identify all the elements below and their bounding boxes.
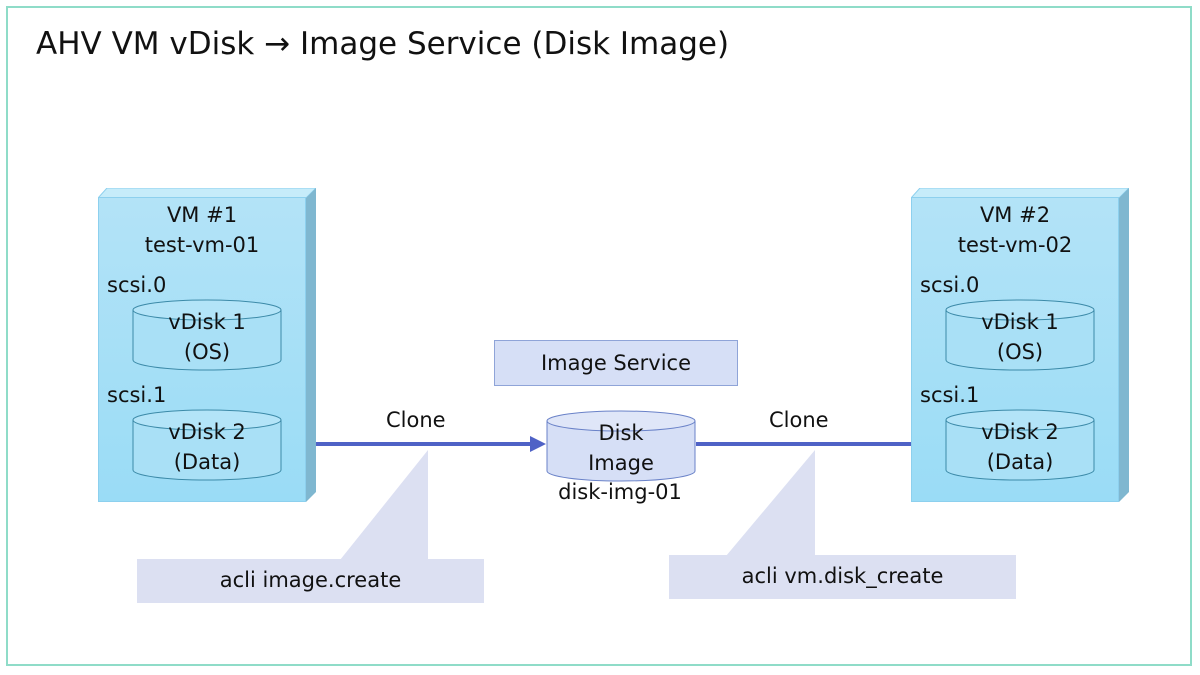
vdisk-2[interactable]: vDisk 2 (Data) [945,409,1095,481]
callout-tail-1 [340,450,428,560]
vm-hostname: test-vm-02 [957,233,1073,257]
disk-cylinder-icon [546,410,696,482]
disk-image-name: disk-img-01 [558,480,682,504]
vm-name: VM #2 [979,203,1051,227]
slide-title: AHV VM vDisk → Image Service (Disk Image… [36,26,730,62]
vm-box-top-face [98,188,316,198]
arrow-head-1 [530,436,546,452]
vm-box-side-face [306,188,316,502]
callout-tail-2 [726,450,815,556]
vdisk-1[interactable]: vDisk 1 (OS) [945,299,1095,371]
disk-bus-label: scsi.1 [107,383,167,407]
disk-sublabel: (Data) [986,450,1054,474]
vm-box-2: VM #2 test-vm-02 scsi.0 vDisk 1 (OS) scs… [911,188,1129,502]
vdisk-2[interactable]: vDisk 2 (Data) [132,409,282,481]
disk-sublabel: (OS) [183,340,231,364]
disk-bus-label: scsi.0 [107,273,167,297]
vm-box-side-face [1119,188,1129,502]
disk-cylinder-icon [945,299,1095,371]
callout-command-1: acli image.create [137,559,484,603]
disk-cylinder-icon [945,409,1095,481]
disk-image-label-line1: Disk [598,421,644,445]
disk-sublabel: (OS) [996,340,1044,364]
callout-command-2: acli vm.disk_create [669,555,1016,599]
arrow-label-2: Clone [769,408,829,432]
vm-box-top-face [911,188,1129,198]
image-service-box: Image Service [494,340,738,386]
disk-cylinder-icon [132,409,282,481]
disk-label: vDisk 2 [981,420,1059,444]
arrow-label-1: Clone [386,408,446,432]
slide-frame [6,6,1192,666]
disk-cylinder-icon [132,299,282,371]
disk-label: vDisk 2 [168,420,246,444]
disk-image-label-line2: Image [588,451,654,475]
disk-sublabel: (Data) [173,450,241,474]
vdisk-1[interactable]: vDisk 1 (OS) [132,299,282,371]
disk-bus-label: scsi.1 [920,383,980,407]
vm-hostname: test-vm-01 [144,233,260,257]
vm-name: VM #1 [166,203,238,227]
disk-label: vDisk 1 [981,310,1059,334]
disk-bus-label: scsi.0 [920,273,980,297]
disk-image[interactable]: Disk Image [546,410,696,482]
vm-box-1: VM #1 test-vm-01 scsi.0 vDisk 1 (OS) scs… [98,188,316,502]
disk-label: vDisk 1 [168,310,246,334]
